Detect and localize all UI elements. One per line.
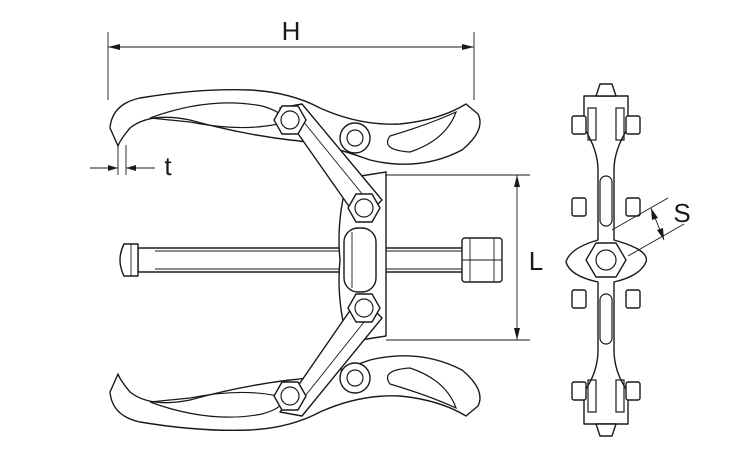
puller-front-view bbox=[109, 88, 503, 432]
dimension-s-label: S bbox=[673, 198, 690, 228]
puller-side-view bbox=[565, 83, 648, 437]
dimension-l-label: L bbox=[529, 246, 543, 276]
side-bolt-row-1 bbox=[571, 115, 641, 135]
dimension-h: H bbox=[107, 16, 475, 100]
dimension-t: t bbox=[90, 145, 172, 181]
hex-bolt-upper-outer bbox=[273, 105, 307, 135]
dimension-s: S bbox=[611, 197, 691, 257]
dimension-l: L bbox=[386, 174, 543, 341]
side-bolt-row-2 bbox=[571, 197, 641, 217]
side-bolt-row-4 bbox=[571, 381, 641, 401]
side-bolt-row-3 bbox=[571, 289, 641, 309]
hex-bolt-lower-outer bbox=[273, 381, 307, 411]
side-center-hex-nut bbox=[585, 242, 627, 278]
lower-link-arm bbox=[279, 295, 383, 417]
dimension-h-label: H bbox=[282, 16, 301, 46]
hex-bolt-lower-inner bbox=[347, 293, 381, 323]
hex-bolt-upper-inner bbox=[347, 193, 381, 223]
dimension-t-label: t bbox=[164, 151, 172, 181]
forcing-screw bbox=[119, 237, 503, 283]
